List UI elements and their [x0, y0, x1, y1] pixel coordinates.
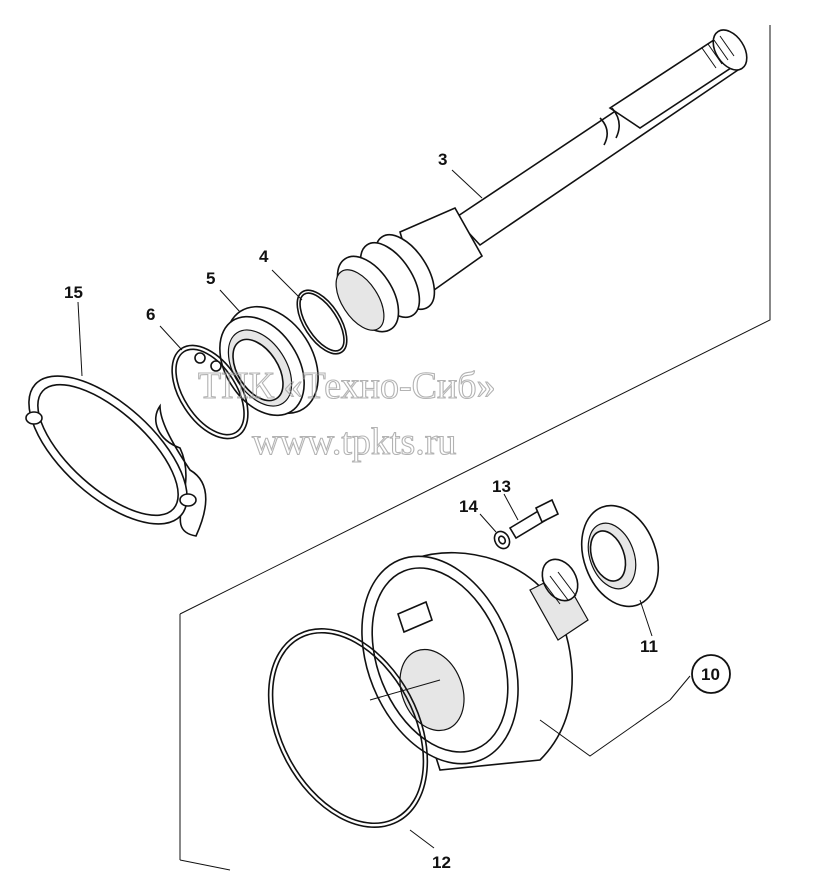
part-label-5: 5 — [206, 269, 215, 288]
leader-lines — [77, 169, 691, 849]
part-label-3: 3 — [438, 150, 447, 169]
part-label-6: 6 — [146, 305, 155, 324]
part-10-circle — [691, 654, 731, 694]
part-label-11: 11 — [640, 637, 658, 656]
part-label-14: 14 — [459, 497, 478, 516]
large-o-ring-part — [267, 628, 429, 828]
watermark-company: ТПК «Техно-Сиб» — [198, 365, 496, 407]
shaft-part — [335, 29, 748, 333]
snap-ring-part — [171, 344, 249, 440]
part-label-12: 12 — [432, 853, 451, 872]
pump-assembly-part — [361, 551, 589, 771]
part-label-13: 13 — [492, 477, 511, 496]
o-ring-part — [296, 289, 348, 355]
part-label-10: 10 — [701, 665, 720, 684]
gasket-part — [25, 375, 207, 537]
bolt-part — [508, 498, 560, 540]
part-label-4: 4 — [259, 247, 269, 266]
seal-part — [580, 504, 660, 608]
section-outline — [179, 25, 771, 871]
part-label-15: 15 — [64, 283, 83, 302]
washer-part — [493, 530, 511, 550]
watermark-url: www.tpkts.ru — [252, 421, 456, 463]
bearing-part — [219, 305, 319, 417]
